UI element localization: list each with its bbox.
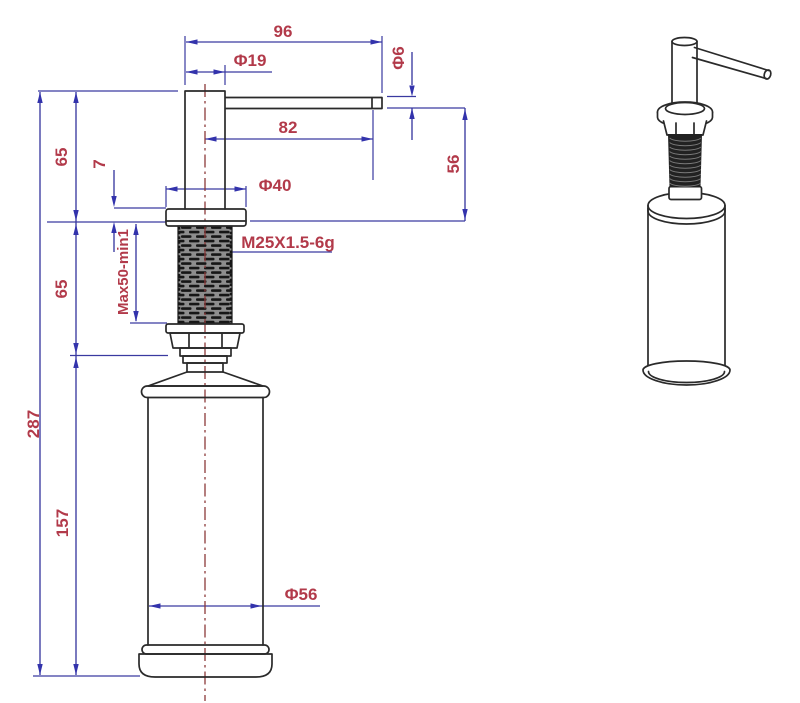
bottle-body-3d bbox=[647, 207, 726, 366]
dim-label-82: 82 bbox=[279, 118, 298, 137]
spout-tube bbox=[691, 46, 770, 80]
dim-height-above-deck: 56 bbox=[444, 108, 468, 221]
dim-label-phi56: Φ56 bbox=[285, 585, 318, 604]
dim-label-max50-min1: Max50-min1 bbox=[115, 229, 132, 315]
dim-label-287: 287 bbox=[24, 410, 43, 438]
dim-head-diameter: Φ19 bbox=[186, 51, 272, 75]
dim-thread-adjustment: Max50-min1 bbox=[115, 224, 139, 322]
dimension-extension-lines bbox=[33, 36, 465, 677]
thread-ridges bbox=[669, 137, 702, 187]
bottle-base-3d bbox=[642, 360, 731, 386]
hex-nut bbox=[169, 332, 241, 349]
dim-label-phi40: Φ40 bbox=[259, 176, 292, 195]
dim-label-56: 56 bbox=[444, 155, 463, 174]
nut-fill bbox=[663, 121, 707, 135]
pump-body-band bbox=[668, 185, 703, 201]
bottle-body bbox=[147, 396, 264, 646]
dim-label-96: 96 bbox=[274, 22, 293, 41]
front-view bbox=[138, 84, 383, 701]
dim-overall-height: 287 bbox=[24, 92, 43, 675]
dim-flange-diameter: Φ40 bbox=[166, 176, 291, 195]
head-cylinder bbox=[671, 40, 698, 106]
bottle-top-bead bbox=[140, 385, 271, 399]
collar-inner-ellipse bbox=[664, 101, 706, 116]
dim-label-phi19: Φ19 bbox=[234, 51, 267, 70]
dim-label-thread-spec: M25X1.5-6g bbox=[241, 233, 335, 252]
bottle-base bbox=[138, 653, 273, 678]
spout-tip bbox=[763, 69, 772, 80]
dim-bottle-diameter: Φ56 bbox=[149, 585, 320, 609]
dim-spout-tube-diameter: Φ6 bbox=[389, 46, 415, 140]
dim-label-phi6: Φ6 bbox=[389, 46, 408, 69]
pump-head-and-spout bbox=[184, 90, 383, 210]
flange bbox=[165, 208, 247, 227]
bottle-rim-thickness bbox=[647, 204, 726, 225]
perspective-view bbox=[642, 36, 772, 386]
dim-flange-thickness: 7 bbox=[90, 159, 117, 252]
dim-label-157: 157 bbox=[53, 509, 72, 537]
head-top-ellipse bbox=[671, 36, 698, 47]
dim-label-7: 7 bbox=[90, 159, 109, 168]
dim-spout-length: 96 bbox=[186, 22, 382, 45]
dim-label-65-top: 65 bbox=[52, 148, 71, 167]
thread-shaft bbox=[668, 134, 702, 188]
neck-step-3 bbox=[186, 362, 224, 373]
dim-spout-center-to-tip: 82 bbox=[205, 118, 373, 142]
dim-stacked-heights: 65 65 157 bbox=[52, 92, 79, 675]
dim-label-65-mid: 65 bbox=[52, 280, 71, 299]
